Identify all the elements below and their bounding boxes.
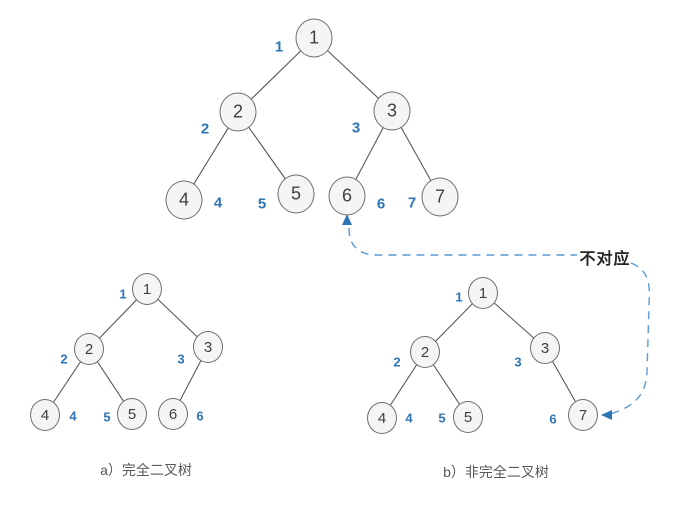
tree-a-node-6: 6 bbox=[158, 398, 188, 430]
mismatch-connector-right-segment bbox=[609, 262, 650, 415]
top-tree-node-6: 6 bbox=[328, 176, 366, 216]
tree-b-node-7: 7 bbox=[568, 399, 598, 431]
top-tree-node-7: 7 bbox=[421, 177, 459, 217]
tree-b-node-3: 3 bbox=[530, 332, 560, 364]
tree-b-node-5: 5 bbox=[453, 401, 483, 433]
mismatch-label: 不对应 bbox=[579, 251, 631, 268]
top-tree-index-3: 3 bbox=[351, 119, 361, 137]
top-tree-node-5: 5 bbox=[277, 174, 315, 214]
top-tree-node-4: 4 bbox=[165, 180, 203, 220]
tree-b-index-1: 1 bbox=[455, 289, 463, 305]
tree-a-node-5: 5 bbox=[117, 398, 147, 430]
tree-b-index-4: 4 bbox=[405, 410, 413, 426]
tree-a-index-1: 1 bbox=[119, 286, 127, 302]
mismatch-dashed-connector bbox=[342, 214, 650, 420]
caption-tree-b: b）非完全二叉树 bbox=[443, 464, 549, 480]
caption-tree-a: a）完全二叉树 bbox=[100, 462, 192, 478]
tree-a-index-5: 5 bbox=[103, 409, 111, 425]
tree-a-index-6: 6 bbox=[196, 408, 204, 424]
tree-b-index-2: 2 bbox=[393, 354, 401, 370]
arrow-up-icon bbox=[342, 214, 352, 225]
tree-a-index-4: 4 bbox=[69, 408, 77, 424]
tree-a-node-3: 3 bbox=[193, 331, 223, 363]
top-tree-index-2: 2 bbox=[200, 120, 210, 138]
top-tree-index-1: 1 bbox=[274, 38, 284, 56]
tree-b-index-5: 5 bbox=[438, 410, 446, 426]
top-tree-index-4: 4 bbox=[213, 194, 223, 212]
tree-a-index-3: 3 bbox=[177, 351, 185, 367]
top-tree-node-2: 2 bbox=[219, 92, 257, 132]
top-tree-index-6: 6 bbox=[376, 195, 386, 213]
tree-a-node-1: 1 bbox=[132, 273, 162, 305]
tree-b-node-4: 4 bbox=[367, 402, 397, 434]
top-tree-index-5: 5 bbox=[257, 195, 267, 213]
top-tree-node-1: 1 bbox=[295, 18, 333, 58]
arrow-left-icon bbox=[601, 410, 612, 420]
top-tree-node-3: 3 bbox=[373, 91, 411, 131]
mismatch-connector-left-segment bbox=[348, 227, 577, 256]
tree-b-node-1: 1 bbox=[468, 277, 498, 309]
tree-b-index-6: 6 bbox=[549, 411, 557, 427]
tree-a-index-2: 2 bbox=[60, 351, 68, 367]
tree-b-node-2: 2 bbox=[410, 336, 440, 368]
tree-b-index-3: 3 bbox=[514, 354, 522, 370]
tree-a-node-4: 4 bbox=[30, 399, 60, 431]
tree-a-node-2: 2 bbox=[74, 333, 104, 365]
top-tree-index-7: 7 bbox=[407, 194, 417, 212]
